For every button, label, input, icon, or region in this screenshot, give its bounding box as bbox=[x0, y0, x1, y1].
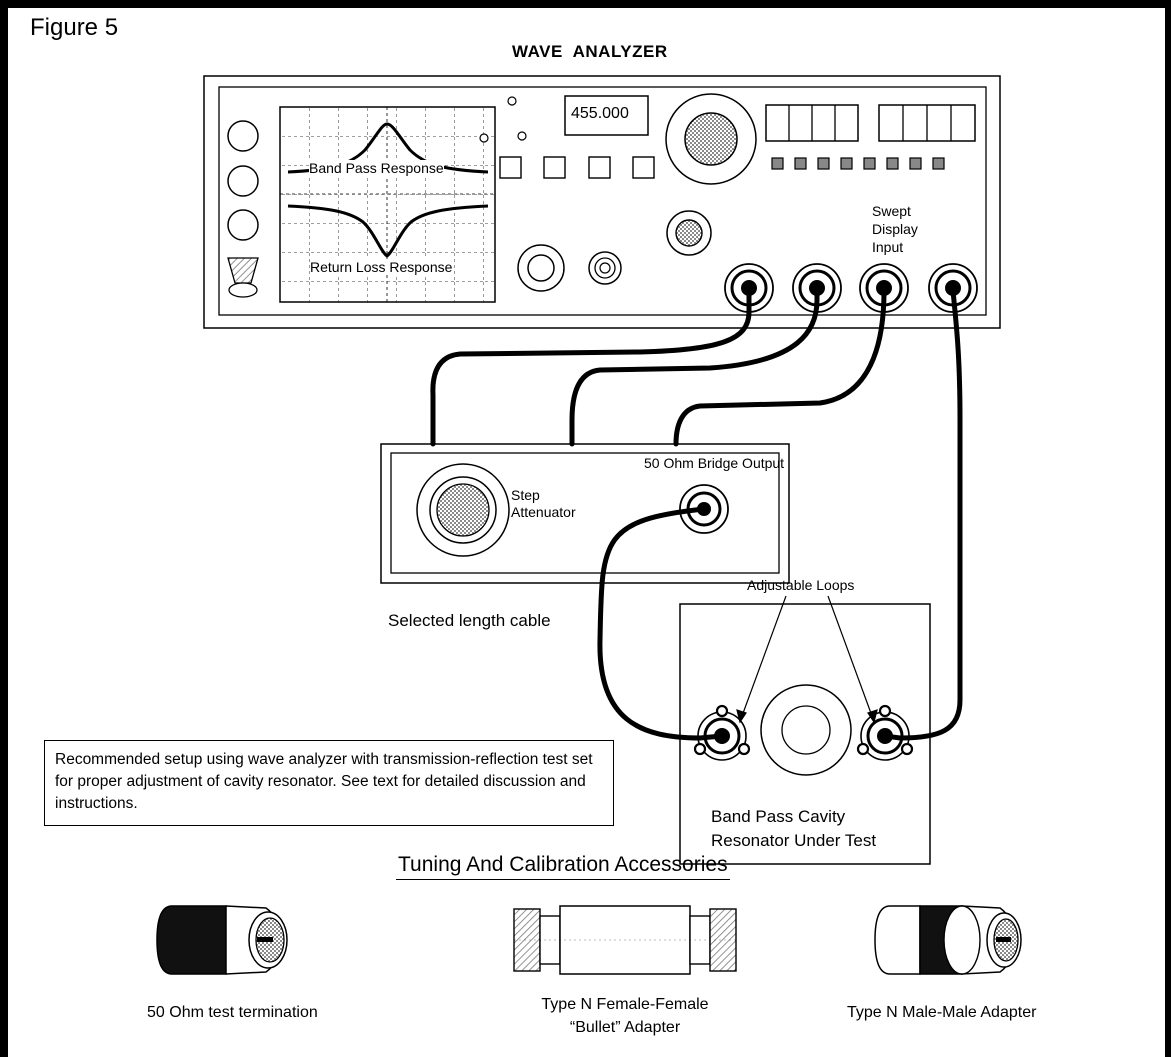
return-loss-response-label: Return Loss Response bbox=[310, 259, 453, 275]
return-loss-curve bbox=[287, 204, 489, 258]
cable-bridge-to-cavity bbox=[597, 506, 725, 741]
accessories-title: Tuning And Calibration Accessories bbox=[396, 853, 730, 880]
setup-note: Recommended setup using wave analyzer wi… bbox=[44, 740, 614, 826]
adjustable-loops-label: Adjustable Loops bbox=[747, 577, 855, 593]
panel-knob-2 bbox=[227, 165, 259, 197]
cables bbox=[430, 288, 963, 741]
digit-window-right bbox=[878, 104, 976, 142]
rf-port-1 bbox=[724, 263, 774, 313]
male-adapter-label: Type N Male-Male Adapter bbox=[847, 1004, 1037, 1021]
digit-window-left bbox=[765, 104, 859, 142]
step-attenuator-label-line1: Step bbox=[511, 487, 540, 503]
cable-port1-to-testset bbox=[430, 288, 752, 447]
cavity-name-line2: Resonator Under Test bbox=[711, 831, 877, 850]
termination-label: 50 Ohm test termination bbox=[147, 1004, 318, 1021]
frequency-display bbox=[564, 95, 649, 136]
cavity-name-line1: Band Pass Cavity bbox=[711, 807, 846, 826]
male-male-adapter-icon bbox=[874, 905, 1022, 975]
panel-knob-1 bbox=[227, 120, 259, 152]
bullet-adapter-label-line1: Type N Female-Female bbox=[541, 996, 709, 1013]
step-attenuator-knob bbox=[416, 463, 510, 557]
front-connector-1 bbox=[517, 244, 565, 292]
bullet-adapter-icon bbox=[513, 905, 737, 975]
swept-label-line3: Input bbox=[872, 239, 904, 255]
diagram-title: WAVE ANALYZER bbox=[512, 42, 668, 61]
front-connector-2 bbox=[588, 251, 622, 285]
power-switch-icon bbox=[227, 257, 259, 298]
step-attenuator-label-line2: Attenuator bbox=[511, 504, 576, 520]
wave-analyzer bbox=[203, 75, 1001, 329]
level-knob bbox=[666, 210, 712, 256]
frequency-readout: 455.000 bbox=[571, 105, 629, 122]
transmission-reflection-test-set bbox=[380, 443, 790, 584]
panel-knob-3 bbox=[227, 209, 259, 241]
bullet-adapter-label-line2: “Bullet” Adapter bbox=[569, 1019, 681, 1036]
termination-icon bbox=[156, 905, 288, 975]
rf-port-2 bbox=[792, 263, 842, 313]
indicator-lights bbox=[771, 157, 945, 170]
figure-label: Figure 5 bbox=[30, 14, 119, 41]
swept-label-line2: Display bbox=[872, 221, 918, 237]
bridge-output-label: 50 Ohm Bridge Output bbox=[644, 455, 785, 471]
cable-port3-to-testset bbox=[673, 288, 887, 447]
swept-label-line1: Swept bbox=[872, 203, 911, 219]
cable-port2-to-testset bbox=[569, 288, 820, 447]
rf-port-swept-display-input bbox=[859, 263, 909, 313]
cable-label: Selected length cable bbox=[388, 611, 551, 630]
tuning-knob bbox=[665, 93, 757, 185]
adjustable-loop-arrows bbox=[736, 595, 878, 724]
band-pass-response-label: Band Pass Response bbox=[309, 160, 444, 176]
cable-port4-to-cavity bbox=[882, 288, 963, 741]
